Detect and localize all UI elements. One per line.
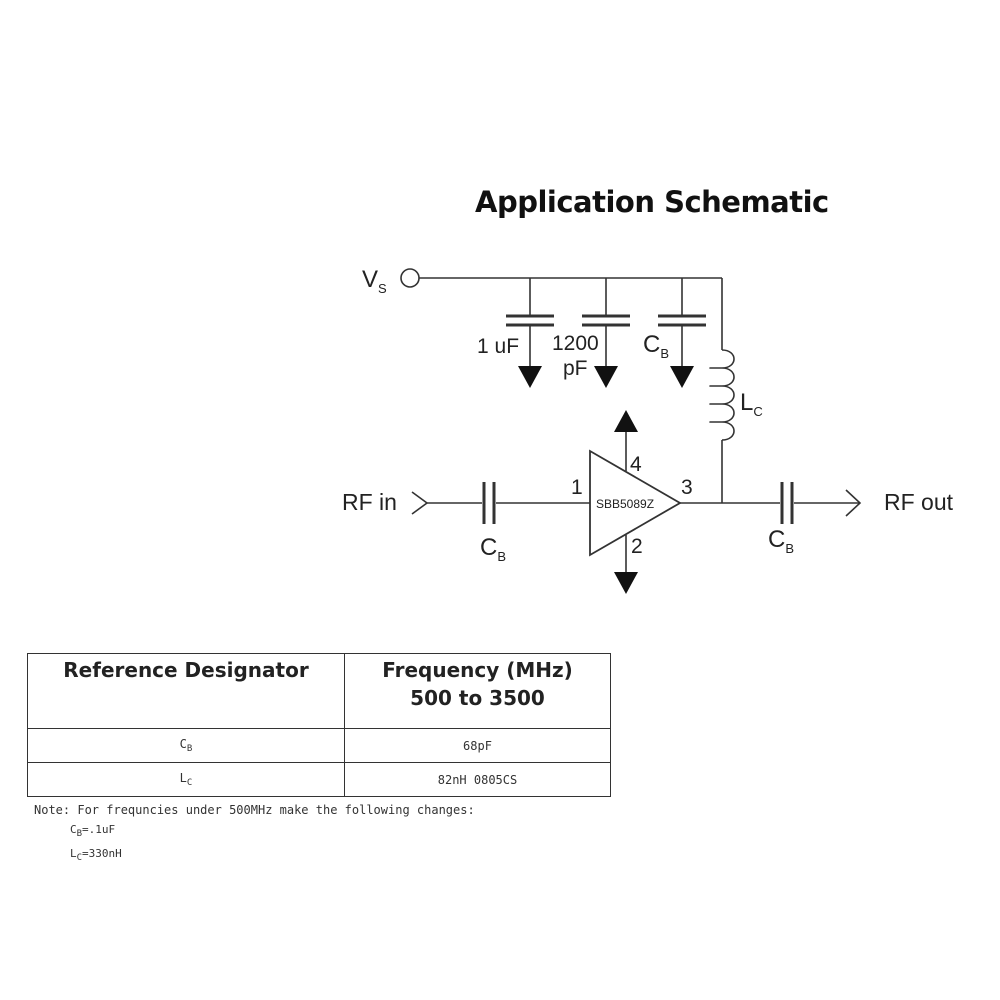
header-frequency-line2: 500 to 3500	[410, 686, 545, 710]
output-coupling-cap	[780, 482, 794, 524]
designator-cell: LC	[27, 762, 345, 797]
header-reference-designator: Reference Designator	[27, 653, 345, 729]
header-frequency: Frequency (MHz) 500 to 3500	[344, 653, 611, 729]
ground-arrow-icon	[670, 366, 694, 388]
rf-in-arrow-icon	[411, 491, 429, 515]
bypass-cap-1200pf	[582, 278, 630, 388]
vs-terminal	[400, 268, 420, 288]
note-item: LC=330nH	[70, 847, 122, 863]
cb-output-label: CB	[768, 526, 794, 556]
note-block: Note: For frequncies under 500MHz make t…	[34, 800, 475, 868]
rf-out-arrow-icon	[845, 489, 862, 517]
pin-2-ground-arrow-icon	[614, 572, 638, 594]
bypass-cap-cb	[658, 278, 706, 388]
rf-out-label: RF out	[884, 489, 954, 515]
rf-in-label: RF in	[342, 489, 397, 515]
pin-4-label: 4	[630, 453, 642, 476]
pin-3-label: 3	[681, 476, 693, 499]
input-coupling-cap	[482, 482, 496, 524]
component-reference-table: Reference Designator Frequency (MHz) 500…	[27, 653, 611, 797]
designator-cell: CB	[27, 728, 345, 763]
pin-4-up-arrow-icon	[614, 410, 638, 432]
inductor-lc	[709, 278, 735, 503]
header-frequency-line1: Frequency (MHz)	[382, 658, 573, 682]
vs-label: VS	[362, 266, 387, 296]
ground-arrow-icon	[594, 366, 618, 388]
note-text: Note: For frequncies under 500MHz make t…	[34, 803, 475, 817]
value-cell: 68pF	[344, 728, 611, 763]
ground-arrow-icon	[518, 366, 542, 388]
lc-label: LC	[740, 389, 763, 419]
application-schematic-diagram: VS 1 uF 1200 pF CB LC RF in	[342, 266, 954, 594]
table-row: LC 82nH 0805CS	[27, 762, 611, 797]
amplifier-part-number: SBB5089Z	[596, 497, 654, 511]
pin-2-label: 2	[631, 535, 643, 558]
note-item: CB=.1uF	[70, 823, 116, 839]
table-header-row: Reference Designator Frequency (MHz) 500…	[27, 653, 611, 729]
value-cell: 82nH 0805CS	[344, 762, 611, 797]
amplifier-triangle	[589, 449, 682, 557]
cb-bypass-label: CB	[643, 331, 669, 361]
bypass-cap-1uf	[506, 278, 554, 388]
cap2-label-line2: pF	[563, 357, 588, 380]
cb-input-label: CB	[480, 534, 506, 564]
pin-1-label: 1	[571, 476, 583, 499]
schematic-title: Application Schematic	[475, 185, 829, 219]
cap1-label: 1 uF	[477, 335, 519, 358]
table-row: CB 68pF	[27, 728, 611, 763]
cap2-label-line1: 1200	[552, 332, 599, 355]
